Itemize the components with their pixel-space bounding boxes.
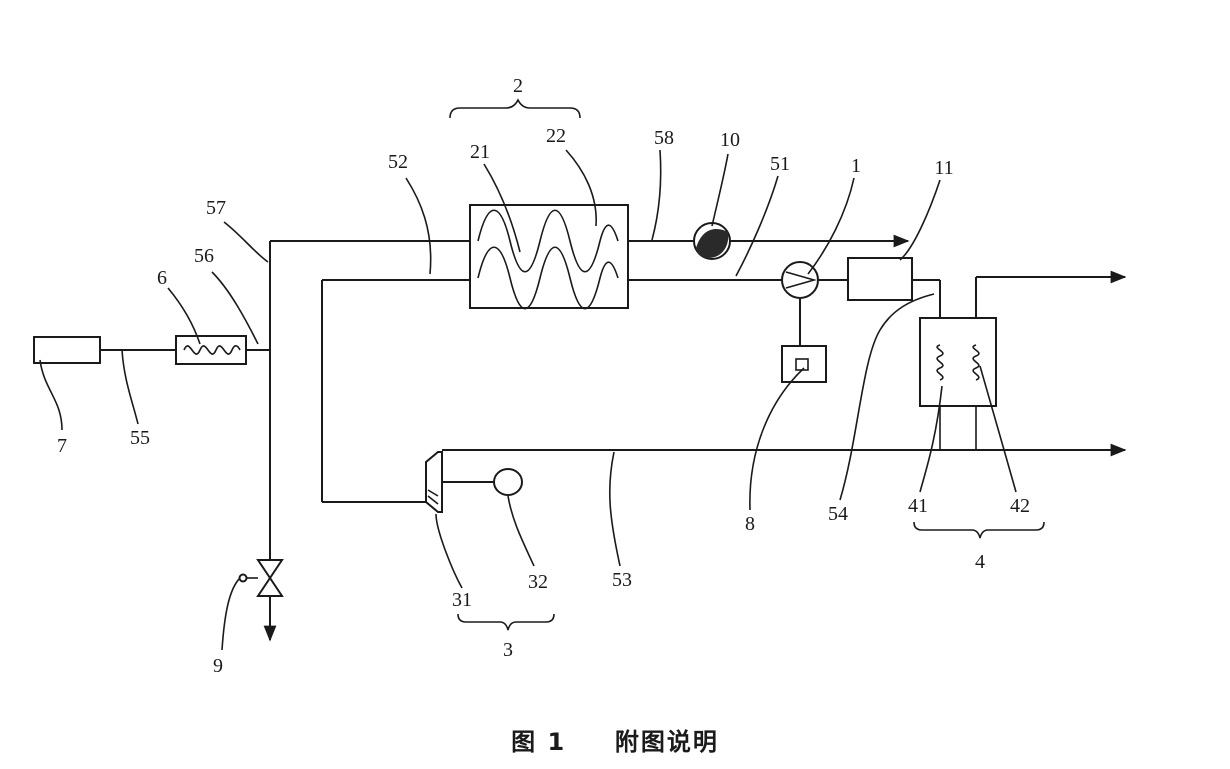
label-32: 32 <box>528 571 548 593</box>
label-21: 21 <box>470 141 490 163</box>
brace-3 <box>457 613 555 631</box>
label-22: 22 <box>546 125 566 147</box>
label-31: 31 <box>452 589 472 611</box>
valve-9-symbol <box>238 559 284 597</box>
leader-55 <box>121 349 139 425</box>
label-10: 10 <box>720 129 740 151</box>
leader-54 <box>839 293 935 501</box>
component-31-mark-b <box>427 495 439 505</box>
leader-6 <box>167 287 201 345</box>
coil-21-path <box>477 246 619 310</box>
label-11: 11 <box>934 157 953 179</box>
coil-22-path <box>477 209 619 273</box>
leader-7 <box>39 359 63 431</box>
label-4: 4 <box>975 551 985 573</box>
label-51: 51 <box>770 153 790 175</box>
leader-21 <box>483 163 521 253</box>
leader-58 <box>651 149 662 241</box>
leader-9 <box>221 577 241 651</box>
leader-11 <box>899 179 941 261</box>
leader-53 <box>608 451 621 567</box>
control-box-8 <box>781 345 827 383</box>
leader-31 <box>435 513 463 589</box>
label-56: 56 <box>194 245 214 267</box>
leader-32 <box>507 495 535 567</box>
label-41: 41 <box>908 495 928 517</box>
label-53: 53 <box>612 569 632 591</box>
heat-exchanger-2-box <box>469 204 629 309</box>
component-11-box <box>847 257 913 301</box>
label-8: 8 <box>745 513 755 535</box>
leader-8 <box>749 367 805 511</box>
label-1: 1 <box>851 155 861 177</box>
label-6: 6 <box>157 267 167 289</box>
label-7: 7 <box>57 435 67 457</box>
component-6-box <box>175 335 247 365</box>
figure-caption: 图 1 附图说明 <box>0 722 1230 757</box>
coil-41-path <box>936 344 944 450</box>
label-2: 2 <box>513 75 523 97</box>
leader-57 <box>223 221 269 263</box>
figure-title: 附图说明 <box>614 728 719 756</box>
component-6-coil <box>183 345 241 355</box>
sight-glass-10-symbol <box>693 222 731 260</box>
leader-42 <box>979 365 1017 493</box>
label-3: 3 <box>503 639 513 661</box>
coil-42-path <box>972 344 980 450</box>
heat-exchanger-4-box <box>919 317 997 407</box>
label-55: 55 <box>130 427 150 449</box>
label-52: 52 <box>388 151 408 173</box>
component-31-body <box>425 451 443 513</box>
label-57: 57 <box>206 197 226 219</box>
label-9: 9 <box>213 655 223 677</box>
leader-56 <box>211 271 259 345</box>
component-7-box <box>33 336 101 364</box>
label-54: 54 <box>828 503 848 525</box>
gauge-32 <box>493 468 523 496</box>
figure-number: 图 1 <box>511 728 567 756</box>
brace-4 <box>913 521 1045 539</box>
label-58: 58 <box>654 127 674 149</box>
leader-1 <box>807 177 855 275</box>
brace-2 <box>449 98 581 119</box>
label-42: 42 <box>1010 495 1030 517</box>
component-31-mark-a <box>427 489 439 497</box>
leader-10 <box>711 153 729 227</box>
leader-22 <box>565 149 597 227</box>
leader-41 <box>919 385 943 493</box>
leader-52 <box>405 177 432 275</box>
leader-51 <box>735 175 779 277</box>
